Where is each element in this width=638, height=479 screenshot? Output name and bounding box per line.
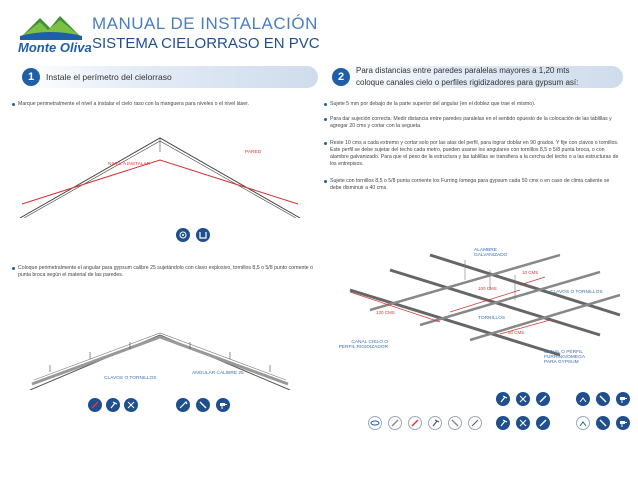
hammer-icon bbox=[106, 398, 120, 412]
wire-icon bbox=[368, 416, 382, 430]
page-subtitle: SISTEMA CIELORRASO EN PVC bbox=[92, 35, 320, 52]
knife-icon bbox=[448, 416, 462, 430]
logo bbox=[20, 10, 82, 42]
perimeter-diagram bbox=[19, 137, 301, 218]
label-clavos-step2: CLAVOS O TORNILLOS bbox=[550, 290, 603, 295]
step2-bullet-4: Sujete con tornillos 8,5 o 5/8 punta cor… bbox=[324, 178, 620, 192]
knife-icon bbox=[196, 398, 210, 412]
grid-diagram bbox=[349, 253, 621, 357]
step2-title-1: Para distancias entre paredes paralelas … bbox=[356, 66, 570, 75]
step2-bullet-2: Para dar sujeción correcta: Medir distan… bbox=[324, 116, 620, 130]
screwdriver-icon bbox=[536, 416, 550, 430]
wire-cutter-icon bbox=[576, 392, 590, 406]
saw-icon bbox=[176, 398, 190, 412]
cutter-icon bbox=[468, 416, 482, 430]
page-title: MANUAL DE INSTALACIÓN bbox=[92, 14, 318, 33]
label-clavos-step1: CLAVOS O TORNILLOS bbox=[104, 376, 157, 381]
label-alambre: ALAMBRE GALVANIZADO bbox=[474, 248, 508, 258]
label-canal-perfil: CANAL O PERFIL FURRING/OMEGA PARA GYPSUM bbox=[544, 350, 585, 365]
step2-title-2: coloque canales cielo o perfiles rigidiz… bbox=[356, 78, 579, 87]
step2-number: 2 bbox=[332, 68, 350, 86]
step1-bullet-2: Coloque perimetralmente el angular para … bbox=[12, 265, 318, 279]
knife-icon bbox=[596, 416, 610, 430]
step1-number: 1 bbox=[22, 68, 40, 86]
screwdriver-icon bbox=[88, 398, 102, 412]
hammer-icon bbox=[496, 392, 510, 406]
step1-bar bbox=[18, 66, 318, 88]
step2-bar bbox=[328, 66, 623, 88]
level-icon bbox=[176, 228, 190, 242]
drill-icon bbox=[216, 398, 230, 412]
label-angular: ANGULAR CALIBRE 25 bbox=[192, 371, 244, 376]
label-50cms: 50 CMS bbox=[508, 330, 525, 335]
label-100cms: 100 CMS bbox=[478, 286, 497, 291]
label-nivel: NIVEL A INSTALAR bbox=[108, 162, 151, 167]
label-tornillos: TORNILLOS bbox=[478, 316, 506, 321]
logo-text: Monte Oliva bbox=[18, 40, 92, 55]
screwdriver-icon bbox=[536, 392, 550, 406]
pliers-icon bbox=[124, 398, 138, 412]
step2-bullet-3: Reste 10 cms a cada extremo y cortar sol… bbox=[324, 140, 619, 167]
label-10cms: 10 CMS bbox=[522, 270, 539, 275]
label-120cms: 120 CMS bbox=[376, 310, 395, 315]
drill-icon bbox=[616, 392, 630, 406]
screwdriver-icon bbox=[408, 416, 422, 430]
pliers-icon bbox=[516, 416, 530, 430]
wire-cutter-icon bbox=[576, 416, 590, 430]
step1-bullet-1: Marque perimetralmente el nivel a instal… bbox=[12, 101, 318, 108]
step1-title: Instale el perímetro del cielorraso bbox=[46, 72, 172, 82]
pliers-icon bbox=[516, 392, 530, 406]
knife-icon bbox=[596, 392, 610, 406]
angular-diagram bbox=[29, 332, 291, 390]
drill-icon bbox=[616, 416, 630, 430]
hose-icon bbox=[196, 228, 210, 242]
hammer-icon bbox=[428, 416, 442, 430]
logo-mountains-icon bbox=[20, 16, 82, 40]
hammer-icon bbox=[496, 416, 510, 430]
step2-bullet-1: Sujete 5 mm por debajo de la parte super… bbox=[324, 101, 620, 108]
screw-icon bbox=[388, 416, 402, 430]
label-pared: PARED bbox=[245, 150, 262, 155]
label-canal-cielo: CANAL CIELO O PERFIL RIGIDIZADOR bbox=[338, 340, 388, 350]
